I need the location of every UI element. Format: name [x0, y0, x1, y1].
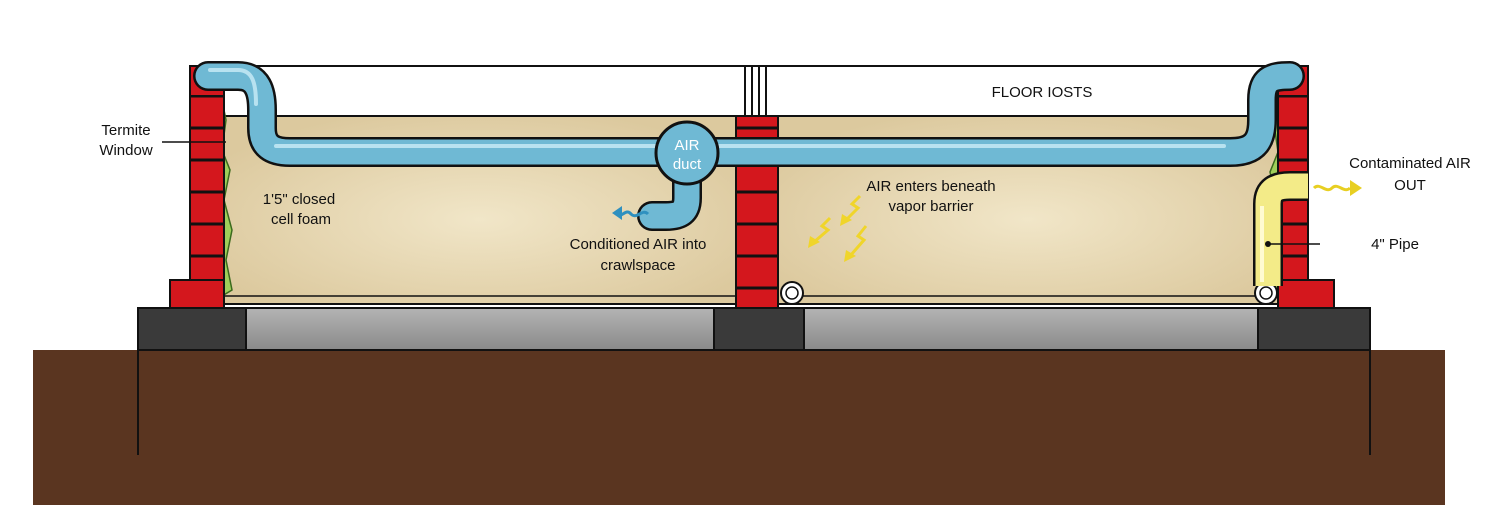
air-duct: [193, 61, 1305, 231]
conditioned-air-label-2: crawlspace: [600, 257, 675, 274]
air-enters-label-1: AIR enters beneath: [866, 178, 995, 195]
conditioned-air-label-1: Conditioned AIR into: [570, 236, 707, 253]
contaminated-air-arrow: [1312, 180, 1362, 196]
termite-window-label-2: Window: [99, 142, 153, 159]
drain-pipe-left: [780, 281, 804, 305]
soil: [33, 350, 1445, 505]
air-duct-label-2: duct: [673, 156, 702, 173]
foam-label-2: cell foam: [271, 211, 331, 228]
air-enters-label-2: vapor barrier: [888, 198, 973, 215]
footing-right: [1257, 307, 1371, 351]
footing-center: [713, 307, 805, 351]
air-duct-junction: [654, 120, 720, 186]
air-enters-arrows: [808, 194, 868, 262]
pipe-label: 4" Pipe: [1371, 236, 1419, 253]
contaminated-air-label-1: Contaminated AIR: [1349, 155, 1471, 172]
termite-window-label-1: Termite: [101, 122, 150, 139]
brick-wall-left: [169, 65, 225, 309]
air-duct-label-1: AIR: [674, 137, 699, 154]
floor-joists: [189, 65, 1309, 117]
exhaust-pipe: [1253, 171, 1308, 286]
floor-joists-label: FLOOR IOSTS: [992, 84, 1093, 101]
contaminated-air-label-2: OUT: [1394, 177, 1426, 194]
foam-label-1: 1'5" closed: [263, 191, 335, 208]
footing-left: [137, 307, 247, 351]
conditioned-air-arrow: [612, 206, 650, 220]
pipe-pointer-dot: [1265, 241, 1271, 247]
